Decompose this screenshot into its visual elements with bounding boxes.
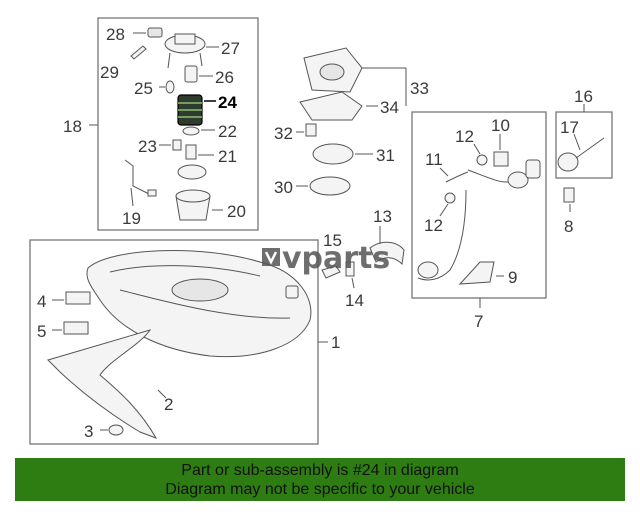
fuel-cap <box>525 159 541 179</box>
pump-bracket <box>177 164 207 180</box>
callout-28: 28 <box>106 25 125 44</box>
tank-fitting <box>285 285 299 299</box>
callout-9: 9 <box>508 268 517 287</box>
callout-22: 22 <box>218 122 237 141</box>
part-29-pin[interactable] <box>130 45 147 60</box>
part-12-clamp-upper[interactable] <box>476 154 488 166</box>
callout-17: 17 <box>560 118 579 137</box>
fuel-pump-module-box <box>97 17 259 231</box>
part-22-washer[interactable] <box>182 126 200 136</box>
callout-1: 1 <box>331 333 340 352</box>
part-15-bracket[interactable] <box>321 265 341 279</box>
callout-2: 2 <box>164 395 173 414</box>
callout-23: 23 <box>138 137 157 156</box>
part-25-oring[interactable] <box>165 80 175 94</box>
banner-line-2: Diagram may not be specific to your vehi… <box>165 481 475 498</box>
part-11-hose[interactable] <box>445 171 469 183</box>
part-28-clip[interactable] <box>147 27 163 38</box>
watermark-logo: vparts <box>262 241 390 276</box>
callout-33: 33 <box>410 79 429 98</box>
part-17-cap[interactable] <box>557 152 579 172</box>
part-19-sender-arm[interactable] <box>124 159 150 195</box>
part-24-fuel-pump[interactable] <box>177 94 203 126</box>
part-30-oring[interactable] <box>309 176 351 196</box>
callout-15: 15 <box>323 231 342 250</box>
callout-32: 32 <box>274 124 293 143</box>
part-7-filler-neck[interactable] <box>417 169 529 281</box>
callout-29: 29 <box>100 63 119 82</box>
info-banner: Part or sub-assembly is #24 in diagram D… <box>15 458 625 501</box>
callout-11: 11 <box>425 150 443 169</box>
callout-27: 27 <box>221 39 240 58</box>
callout-34: 34 <box>380 98 399 117</box>
part-14-clamp[interactable] <box>345 261 355 277</box>
callout-24: 24 <box>218 93 237 112</box>
part-8-bolt[interactable] <box>563 187 575 203</box>
part-5-pad[interactable] <box>63 321 89 335</box>
callout-16: 16 <box>574 87 593 106</box>
part-31-lock-ring[interactable] <box>312 143 354 165</box>
watermark-text: vparts <box>282 241 390 276</box>
callout-3: 3 <box>84 422 93 441</box>
part-9-bracket[interactable] <box>458 261 495 285</box>
part-3-bolt[interactable] <box>108 424 124 436</box>
part-13-hose[interactable] <box>369 241 405 266</box>
part-32-bolt[interactable] <box>305 123 317 137</box>
callout-21: 21 <box>218 147 237 166</box>
part-26-filter[interactable] <box>184 65 198 83</box>
callout-18: 18 <box>63 117 82 136</box>
callout-12-lower: 12 <box>424 216 443 235</box>
callout-4: 4 <box>37 292 46 311</box>
callout-8: 8 <box>564 217 573 236</box>
part-34-gasket[interactable] <box>299 91 363 121</box>
part-23-sensor[interactable] <box>172 139 182 151</box>
callout-26: 26 <box>215 68 234 87</box>
part-12-clamp-lower[interactable] <box>444 192 456 204</box>
callout-10: 10 <box>491 116 510 135</box>
callout-7: 7 <box>474 312 483 331</box>
callout-5: 5 <box>37 322 46 341</box>
callout-13: 13 <box>373 207 392 226</box>
part-4-pad[interactable] <box>65 291 91 305</box>
part-2-heat-shield[interactable] <box>47 329 158 439</box>
part-20-reservoir[interactable] <box>175 189 211 221</box>
banner-line-1: Part or sub-assembly is #24 in diagram <box>181 462 459 479</box>
callout-14: 14 <box>345 291 364 310</box>
callout-25: 25 <box>134 79 153 98</box>
callout-30: 30 <box>274 178 293 197</box>
filler-neck-box <box>411 111 547 299</box>
callout-12-upper: 12 <box>455 127 474 146</box>
part-10-valve[interactable] <box>493 151 509 167</box>
callout-31: 31 <box>376 146 395 165</box>
part-21-regulator[interactable] <box>185 144 197 160</box>
callout-19: 19 <box>122 209 141 228</box>
callout-20: 20 <box>227 202 246 221</box>
part-1-fuel-tank[interactable] <box>86 250 312 358</box>
part-27-pump-flange[interactable] <box>164 33 206 69</box>
